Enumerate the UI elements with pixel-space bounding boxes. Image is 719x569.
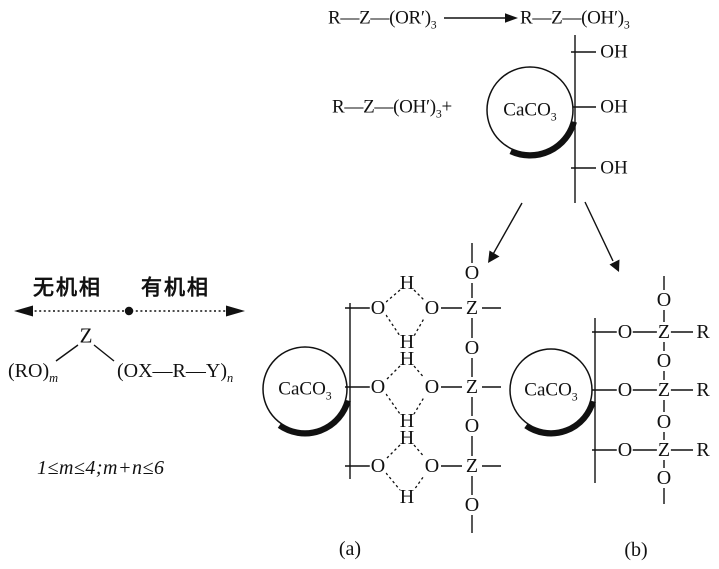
r-group: R [695,439,711,461]
branch-arrow-b [584,201,620,272]
structure-b-bonds [592,276,693,504]
structure-a-hydrogen-bonds [385,289,427,491]
caco3-subscript: 3 [571,390,578,404]
z-atom: Z [656,379,672,401]
z-atom: Z [464,376,480,398]
structure-b-label: (b) [624,539,648,561]
z-atom: Z [656,439,672,461]
r-group: R [695,379,711,401]
z-atom: Z [464,297,480,319]
branch-arrow-a [488,202,523,263]
caco3-particle-a [262,346,351,437]
caco3-label-a: CaCO3 [278,378,332,403]
oxygen-atom: O [423,376,441,398]
hydrolysis-product-subscript: 3 [623,18,630,32]
hydrogen-atom: H [399,331,415,353]
hydrogen-atom: H [399,348,415,370]
caco3-text: CaCO [524,379,572,401]
oxygen-atom: O [616,439,634,461]
oxygen-atom: O [655,350,673,372]
plus-sign: + [441,96,452,118]
oxygen-atom: O [369,376,387,398]
caco3-label-top: CaCO3 [503,99,557,124]
oxygen-atom: O [616,379,634,401]
surface-oh-label: OH [600,41,628,63]
adsorption-reactant-formula: R—Z—(OH′)3+ [332,96,452,121]
inorganic-branch-main: (RO) [8,360,50,382]
hydrolysis-reactant-main: R—Z—(OR′) [328,7,431,29]
inorganic-branch-formula: (RO)m [8,360,58,384]
z-atom: Z [464,455,480,477]
organic-branch-subscript: n [227,371,234,385]
oxygen-atom: O [655,289,673,311]
oxygen-atom: O [463,262,481,284]
organic-phase-label: 有机相 [141,276,210,300]
oxygen-atom: O [616,321,634,343]
caco3-particle-b [509,348,596,437]
r-group: R [695,321,711,343]
oxygen-atom: O [423,455,441,477]
hydrogen-atom: H [399,410,415,432]
hydrogen-atom: H [399,486,415,508]
organic-branch-main: (OX—R—Y) [117,360,227,382]
oxygen-atom: O [369,455,387,477]
z-atom: Z [656,321,672,343]
inorganic-branch-subscript: m [49,371,59,385]
caco3-label-b: CaCO3 [524,379,578,404]
hydrolysis-product-main: R—Z—(OH′) [520,7,624,29]
surface-oh-label: OH [600,157,628,179]
surface-line-top [571,35,596,203]
hydrogen-atom: H [399,272,415,294]
hydrogen-atom: H [399,427,415,449]
organic-branch-formula: (OX—R—Y)n [117,360,233,384]
hydrolysis-reactant-formula: R—Z—(OR′)3 [328,7,437,32]
adsorption-reactant-subscript: 3 [435,107,442,121]
caco3-subscript: 3 [550,110,557,124]
surface-oh-label: OH [600,96,628,118]
caco3-particle-top [486,66,577,159]
caco3-subscript: 3 [325,389,332,403]
hydrolysis-reactant-subscript: 3 [430,18,437,32]
inorganic-phase-label: 无机相 [33,276,102,300]
z-branch-bonds [55,344,115,362]
adsorption-reactant-main: R—Z—(OH′) [332,96,436,118]
constraint-text: 1≤m≤4;m+n≤6 [37,457,165,479]
oxygen-atom: O [463,337,481,359]
caco3-text: CaCO [278,378,326,400]
caco3-text: CaCO [503,99,551,121]
hydrolysis-arrow [444,13,518,23]
phase-center-atom-z: Z [79,323,93,348]
oxygen-atom: O [655,411,673,433]
oxygen-atom: O [655,467,673,489]
oxygen-atom: O [463,415,481,437]
phase-axis [14,305,245,317]
oxygen-atom: O [463,494,481,516]
hydrolysis-product-formula: R—Z—(OH′)3 [520,7,630,32]
structure-a-label: (a) [338,538,362,560]
oxygen-atom: O [423,297,441,319]
oxygen-atom: O [369,297,387,319]
